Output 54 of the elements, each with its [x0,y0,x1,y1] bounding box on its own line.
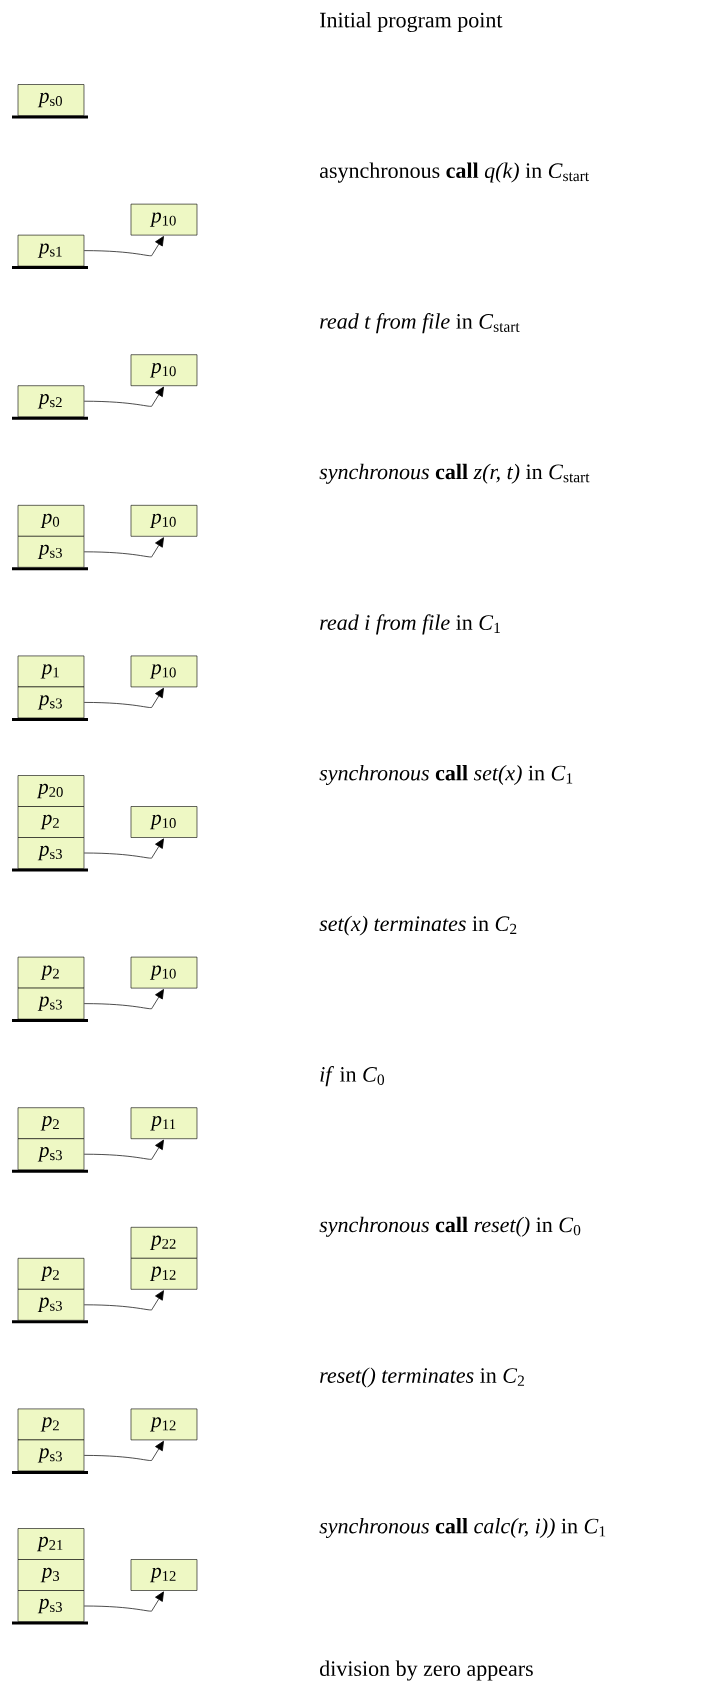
stack-frame-box: p$_{2}$ [17,806,85,838]
step-description: set(x) terminates in C$_{2}$ [319,915,517,936]
stack-frame-box: p$_{s0}$ [17,84,85,116]
stack-frame-box: p$_{10}$ [130,203,198,236]
arrow [83,386,164,407]
step-description: synchronous call calc(r, i)) in C$_{1}$ [319,1518,606,1538]
stack-frame-box: p$_{s2}$ [17,385,85,417]
arrow [83,236,164,257]
stack-frame-box: p$_{s3}$ [17,536,85,568]
arrow [83,687,164,708]
arrow [83,1440,164,1461]
stack-frame-box: p$_{10}$ [130,655,198,688]
step-description: read t from file in C$_{start}$ [320,313,520,334]
stack-frame-box: p$_{2}$ [17,956,85,989]
stack-frame-box: p$_{s3}$ [17,1439,85,1472]
arrow [83,1591,164,1612]
stack-frame-box: p$_{3}$ [17,1559,85,1591]
stack-frame-box: p$_{s3}$ [17,686,85,719]
stack-frame-box: p$_{20}$ [17,775,85,807]
step-description: synchronous call set(x) in C$_{1}$ [319,765,573,785]
stack-frame-box: p$_{12}$ [130,1559,198,1591]
stack-frame-box: p$_{0}$ [17,505,85,537]
step-description: asynchronous call q(k) in C$_{start}$ [319,162,589,183]
arrow [83,1290,164,1311]
stack-frame-box: p$_{10}$ [130,806,198,838]
stack-frame-box: p$_{10}$ [130,505,198,537]
arrow [83,537,164,558]
stack-frame-box: p$_{s3}$ [17,837,85,869]
stack-frame-box: p$_{s3}$ [17,987,85,1020]
stack-frame-box: p$_{s3}$ [17,1289,85,1321]
stack-frame-box: p$_{12}$ [130,1258,198,1290]
stack-frame-box: p$_{1}$ [17,655,85,688]
stack-frame-box: p$_{2}$ [17,1258,85,1290]
stack-frame-box: p$_{2}$ [17,1107,85,1139]
arrow [83,989,164,1010]
stack-frame-box: p$_{21}$ [17,1528,85,1560]
step-description: if in C$_{0}$ [320,1066,385,1087]
stack-frame-box: p$_{s3}$ [17,1590,85,1622]
step-description: division by zero appears [320,1660,533,1681]
step-description: reset() terminates in C$_{2}$ [320,1367,524,1388]
stack-frame-box: p$_{2}$ [17,1408,85,1441]
arrow [83,838,164,859]
stack-frame-box: p$_{12}$ [130,1408,198,1441]
step-description: synchronous call reset() in C$_{0}$ [319,1216,581,1237]
stack-frame-box: p$_{22}$ [130,1227,198,1259]
step-description: synchronous call z(r, t) in C$_{start}$ [319,463,590,484]
stack-frame-box: p$_{11}$ [130,1107,198,1139]
arrow [83,1139,164,1160]
step-description: Initial program point [320,12,503,33]
stack-frame-box: p$_{s3}$ [17,1138,85,1170]
stack-frame-box: p$_{s1}$ [17,234,85,267]
stack-frame-box: p$_{10}$ [130,956,198,989]
step-description: read i from file in C$_{1}$ [320,614,500,635]
stack-frame-box: p$_{10}$ [130,354,198,386]
